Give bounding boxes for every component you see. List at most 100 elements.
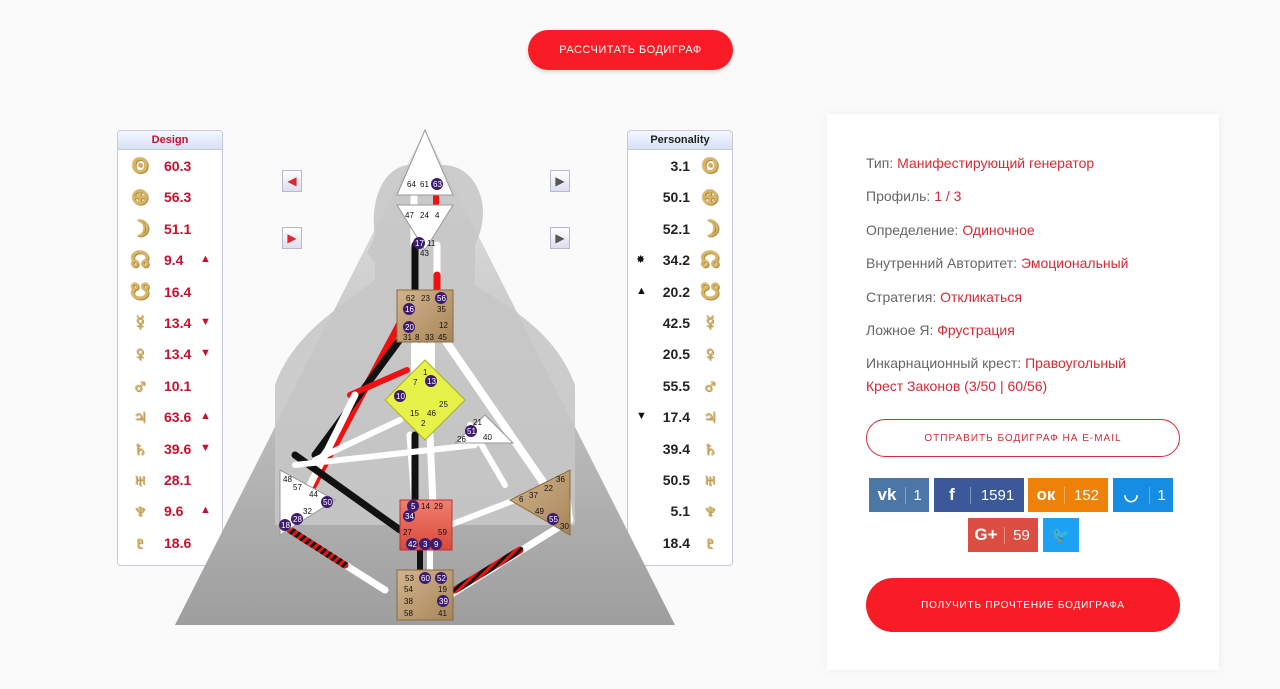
personality-planet-row: ♂ 55.5: [628, 370, 732, 401]
personality-prev-arrow-icon[interactable]: ▶: [550, 170, 570, 192]
personality-planet-row: ♃17.4▼: [628, 401, 732, 432]
odnoklassniki-icon: ок: [1036, 485, 1056, 504]
gate-64: 64: [407, 180, 416, 189]
googleplus-share-button[interactable]: G+59: [968, 518, 1038, 552]
gate-38: 38: [404, 597, 413, 606]
planet-glyph-icon: ♂: [701, 372, 719, 398]
gate-17: 17: [415, 239, 424, 248]
get-reading-button[interactable]: ПОЛУЧИТЬ ПРОЧТЕНИЕ БОДИГРАФА: [866, 578, 1180, 632]
gate-40: 40: [483, 433, 492, 442]
design-header: Design: [118, 131, 222, 150]
gate-41: 41: [438, 609, 447, 618]
gate-value: 9.4: [164, 252, 184, 269]
channels: [286, 182, 574, 599]
gate-60: 60: [421, 574, 430, 583]
gate-32: 32: [303, 507, 312, 516]
gate-58: 58: [404, 609, 413, 618]
gate-value: 42.5: [662, 314, 690, 331]
gate-27: 27: [403, 528, 412, 537]
gate-12: 12: [439, 321, 448, 330]
personality-planet-row: ♆5.1: [628, 495, 732, 526]
gate-31: 31: [403, 333, 412, 342]
personality-planet-row: ⊕50.1: [628, 181, 732, 212]
gate-13: 13: [427, 377, 436, 386]
planet-glyph-icon: ʘ: [131, 153, 149, 178]
gate-18: 18: [281, 521, 290, 530]
mailru-icon: ◡: [1123, 485, 1139, 504]
gate-value: 56.3: [164, 189, 192, 206]
gate-23: 23: [421, 294, 430, 303]
gate-59: 59: [438, 528, 447, 537]
bodygraph-chart: 64 61 63 47 24 4 17 11 43 62 23 56 16 35…: [175, 128, 675, 625]
g-center: [384, 359, 466, 441]
gate-11: 11: [427, 239, 436, 248]
gate-1: 1: [423, 368, 428, 377]
ajna-center: [396, 204, 454, 251]
gate-value: 20.2: [662, 283, 690, 300]
gate-19: 19: [438, 585, 447, 594]
design-planet-row: ☽51.1: [118, 213, 222, 244]
gate-value: 28.1: [164, 471, 192, 488]
exaltation-mark: ▼: [636, 410, 647, 423]
design-prev-arrow-icon[interactable]: ◀: [282, 170, 302, 192]
planet-glyph-icon: ☽: [700, 215, 720, 241]
design-planet-row: ☿13.4▼: [118, 307, 222, 338]
gate-49: 49: [535, 507, 544, 516]
design-planet-row: ♇18.6: [118, 527, 222, 558]
gate-value: 13.4: [164, 346, 192, 363]
gate-numbers: 64 61 63 47 24 4 17 11 43 62 23 56 16 35…: [279, 178, 569, 618]
gate-45: 45: [438, 333, 447, 342]
mailru-share-button[interactable]: ◡1: [1113, 478, 1173, 512]
gate-value: 52.1: [662, 220, 690, 237]
personality-planet-row: ♀20.5: [628, 338, 732, 369]
gate-43: 43: [420, 249, 429, 258]
personality-planet-row: ☽ 52.1: [628, 213, 732, 244]
planet-glyph-icon: ☋: [130, 278, 150, 304]
planet-glyph-icon: ♅: [131, 466, 149, 492]
design-planet-row: ☋16.4: [118, 276, 222, 307]
gate-26: 26: [457, 435, 466, 444]
gate-46: 46: [427, 409, 436, 418]
planet-glyph-icon: ♆: [131, 498, 149, 524]
planet-glyph-icon: ♄: [701, 435, 719, 461]
design-planet-row: ♃63.6▲: [118, 401, 222, 432]
gate-34: 34: [405, 512, 414, 521]
gate-50: 50: [323, 498, 332, 507]
personality-planet-row: ♅50.5: [628, 464, 732, 495]
planet-glyph-icon: ☽: [130, 215, 150, 241]
send-email-button[interactable]: ОТПРАВИТЬ БОДИГРАФ НА E-MAIL: [866, 419, 1180, 457]
profile-line: Профиль: 1 / 3: [866, 188, 962, 204]
googleplus-icon: G+: [974, 525, 998, 544]
planet-glyph-icon: ☊: [700, 247, 720, 273]
personality-planet-row: ♄39.4: [628, 433, 732, 464]
personality-planet-row: ☋20.2▲: [628, 276, 732, 307]
gate-value: 3.1: [670, 158, 690, 174]
calculate-bodygraph-button[interactable]: РАССЧИТАТЬ БОДИГРАФ: [528, 30, 733, 70]
design-planet-row: ♂10.1: [118, 370, 222, 401]
gate-29: 29: [434, 502, 443, 511]
planet-glyph-icon: ♀: [701, 341, 719, 367]
gate-6: 6: [519, 495, 524, 504]
gate-53: 53: [405, 574, 414, 583]
gate-48: 48: [283, 475, 292, 484]
exaltation-mark: ▼: [200, 441, 211, 454]
gate-57: 57: [293, 483, 302, 492]
planet-glyph-icon: ♆: [701, 498, 719, 524]
design-next-arrow-icon[interactable]: ▶: [282, 227, 302, 249]
exaltation-mark: ▲: [200, 253, 211, 266]
gate-value: 55.5: [662, 377, 690, 394]
gate-25: 25: [439, 400, 448, 409]
gate-14: 14: [421, 502, 430, 511]
planet-glyph-icon: ♄: [131, 435, 149, 461]
planet-glyph-icon: ♀: [131, 341, 149, 367]
twitter-share-button[interactable]: 🐦: [1043, 518, 1079, 552]
personality-next-arrow-icon[interactable]: ▶: [550, 227, 570, 249]
exaltation-mark: ▼: [200, 347, 211, 360]
gate-63: 63: [433, 180, 442, 189]
personality-planet-row: ♇18.4: [628, 527, 732, 558]
